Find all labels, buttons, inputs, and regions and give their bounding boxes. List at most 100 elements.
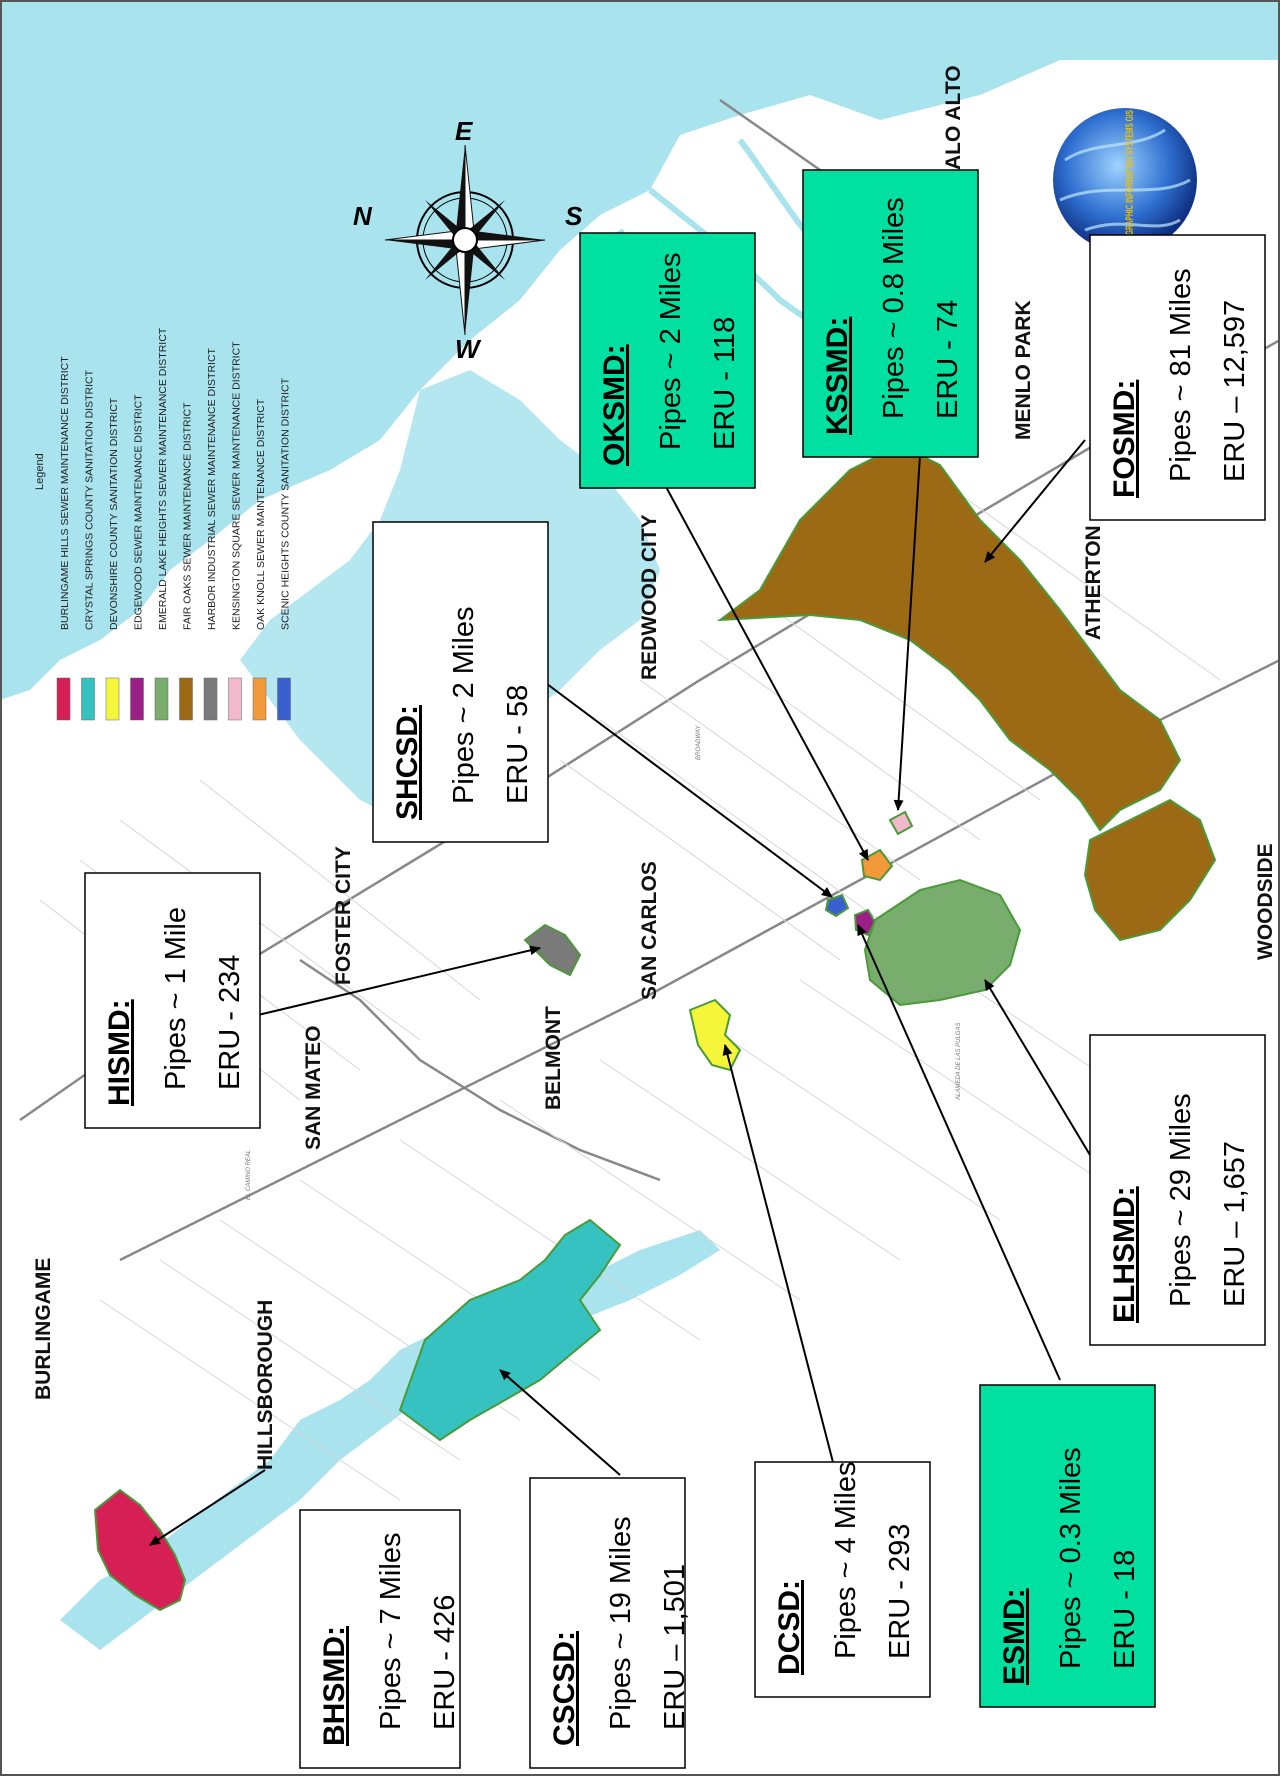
info-box-bg <box>372 521 549 843</box>
legend-swatch <box>56 677 71 721</box>
info-box-bhsmd: BHSMD: Pipes ~ 7 Miles ERU - 426 <box>299 1509 461 1769</box>
info-box-bg <box>802 169 979 458</box>
info-box-hismd: HISMD: Pipes ~ 1 Mile ERU - 234 <box>84 872 261 1129</box>
compass-rose: N E S W <box>353 116 583 364</box>
legend-swatch <box>277 677 291 721</box>
legend-label: KENSINGTON SQUARE SEWER MAINTENANCE DIST… <box>231 341 243 630</box>
legend-title: Legend <box>34 453 46 490</box>
info-box-bg <box>1089 234 1266 521</box>
city-menlo-park: MENLO PARK <box>1012 300 1035 440</box>
svg-text:EL CAMINO REAL: EL CAMINO REAL <box>246 1150 252 1200</box>
legend-label: FAIR OAKS SEWER MAINTENANCE DISTRICT <box>182 402 194 630</box>
district-code: FOSMD: <box>1108 380 1141 498</box>
info-box-bg <box>979 1384 1156 1708</box>
compass-e: E <box>455 116 473 146</box>
legend-swatch <box>228 677 242 721</box>
arrow-cscsd <box>499 1369 621 1476</box>
bay-water <box>0 0 1280 700</box>
district-code: DCSD: <box>773 1580 806 1675</box>
city-san-carlos: SAN CARLOS <box>638 861 661 1000</box>
district-pipes: Pipes ~ 2 Miles <box>655 253 687 450</box>
arrow-esmd <box>857 924 1061 1381</box>
compass-w: W <box>455 334 482 364</box>
district-code: SHCSD: <box>391 705 424 820</box>
arrow-fosmd <box>984 439 1086 563</box>
city-foster-city: FOSTER CITY <box>332 846 355 985</box>
district-pipes: Pipes ~ 19 Miles <box>605 1516 637 1730</box>
city-hillsborough: HILLSBOROUGH <box>254 1300 277 1470</box>
district-info-boxes: BHSMD: Pipes ~ 7 Miles ERU - 426 CSCSD: Pipe… <box>84 169 1266 1769</box>
svg-text:ALAMEDA DE LAS PULGAS: ALAMEDA DE LAS PULGAS <box>956 1023 962 1101</box>
info-box-bg <box>754 1461 931 1698</box>
legend-swatch <box>203 677 218 721</box>
district-code: ESMD: <box>998 1588 1031 1685</box>
district-eru: ERU - 58 <box>502 685 534 804</box>
legend: Legend BURLINGAME HILLS SEWER MAINTENANC… <box>34 327 292 721</box>
legend-label: SCENIC HEIGHTS COUNTY SANITATION DISTRIC… <box>280 377 292 630</box>
district-eru: ERU - 234 <box>214 955 246 1090</box>
info-box-bg <box>1089 1034 1266 1346</box>
district-eru: ERU – 1,657 <box>1219 1141 1251 1307</box>
legend-swatch <box>105 677 120 721</box>
district-pipes: Pipes ~ 81 Miles <box>1165 268 1197 482</box>
arrow-elhsmd <box>984 979 1091 1156</box>
compass-s: S <box>565 201 583 231</box>
arrow-shcsd <box>534 674 833 898</box>
district-pipes: Pipes ~ 0.8 Miles <box>878 197 910 419</box>
city-labels: BURLINGAME HILLSBOROUGH SAN MATEO FOSTER… <box>32 65 1277 1470</box>
city-burlingame: BURLINGAME <box>32 1258 55 1400</box>
district-code: CSCSD: <box>548 1631 581 1746</box>
legend-swatch <box>252 677 267 721</box>
city-palo-alto: ALO ALTO <box>942 65 965 170</box>
district-elhsmd-area <box>863 878 1022 1007</box>
district-code: BHSMD: <box>318 1626 351 1746</box>
city-san-mateo: SAN MATEO <box>302 1026 325 1150</box>
district-pipes: Pipes ~ 29 Miles <box>1165 1093 1197 1307</box>
district-kssmd-area <box>888 810 914 836</box>
legend-label: DEVONSHIRE COUNTY SANITATION DISTRICT <box>108 397 120 630</box>
info-box-bg <box>84 872 261 1129</box>
reservoir-water <box>60 1230 720 1650</box>
city-redwood-city: REDWOOD CITY <box>638 514 661 680</box>
district-eru: ERU - 426 <box>429 1595 461 1730</box>
district-hismd-area <box>523 923 582 977</box>
district-bhsmd-area <box>93 1488 187 1612</box>
legend-label: BURLINGAME HILLS SEWER MAINTENANCE DISTR… <box>59 356 71 630</box>
gis-globe <box>1053 108 1197 252</box>
legend-label: CRYSTAL SPRINGS COUNTY SANITATION DISTRI… <box>84 369 96 630</box>
district-oksmd-area <box>860 848 894 882</box>
district-code: HISMD: <box>103 999 136 1106</box>
district-eru: ERU - 74 <box>932 300 964 419</box>
arrow-dcsd <box>722 1044 836 1471</box>
gis-logo-text: GEOGRAPHIC INFORMATION SYSTEMS GIS <box>1124 110 1136 250</box>
district-pipes: Pipes ~ 2 Miles <box>448 607 480 804</box>
street-labels-decor: EL CAMINO REAL BROADWAY ALAMEDA DE LAS P… <box>246 725 962 1200</box>
legend-label: HARBOR INDUSTRIAL SEWER MAINTENANCE DIST… <box>206 347 218 630</box>
district-shcsd-area <box>824 893 850 918</box>
district-eru: ERU - 293 <box>884 1524 916 1659</box>
district-pipes: Pipes ~ 4 Miles <box>830 1462 862 1659</box>
district-pipes: Pipes ~ 7 Miles <box>375 1533 407 1730</box>
district-pipes: Pipes ~ 1 Mile <box>160 907 192 1090</box>
legend-swatch <box>130 677 144 721</box>
info-box-bg <box>529 1477 686 1769</box>
city-belmont: BELMONT <box>542 1006 565 1110</box>
info-box-dcsd: DCSD: Pipes ~ 4 Miles ERU - 293 <box>754 1461 931 1698</box>
city-atherton: ATHERTON <box>1082 525 1105 640</box>
info-box-bg <box>579 232 756 489</box>
svg-text:BROADWAY: BROADWAY <box>696 725 702 760</box>
legend-label: EDGEWOOD SEWER MAINTENANCE DISTRICT <box>133 394 145 630</box>
district-fosmd-area-south <box>1083 798 1217 942</box>
city-woodside: WOODSIDE <box>1254 843 1277 960</box>
arrow-oksmd <box>664 484 869 861</box>
legend-swatch <box>81 677 95 721</box>
arrow-hismd <box>257 945 541 1016</box>
info-box-bg <box>299 1509 461 1769</box>
gis-logo: GEOGRAPHIC INFORMATION SYSTEMS GIS <box>1053 108 1197 252</box>
district-eru: ERU – 12,597 <box>1219 300 1251 482</box>
